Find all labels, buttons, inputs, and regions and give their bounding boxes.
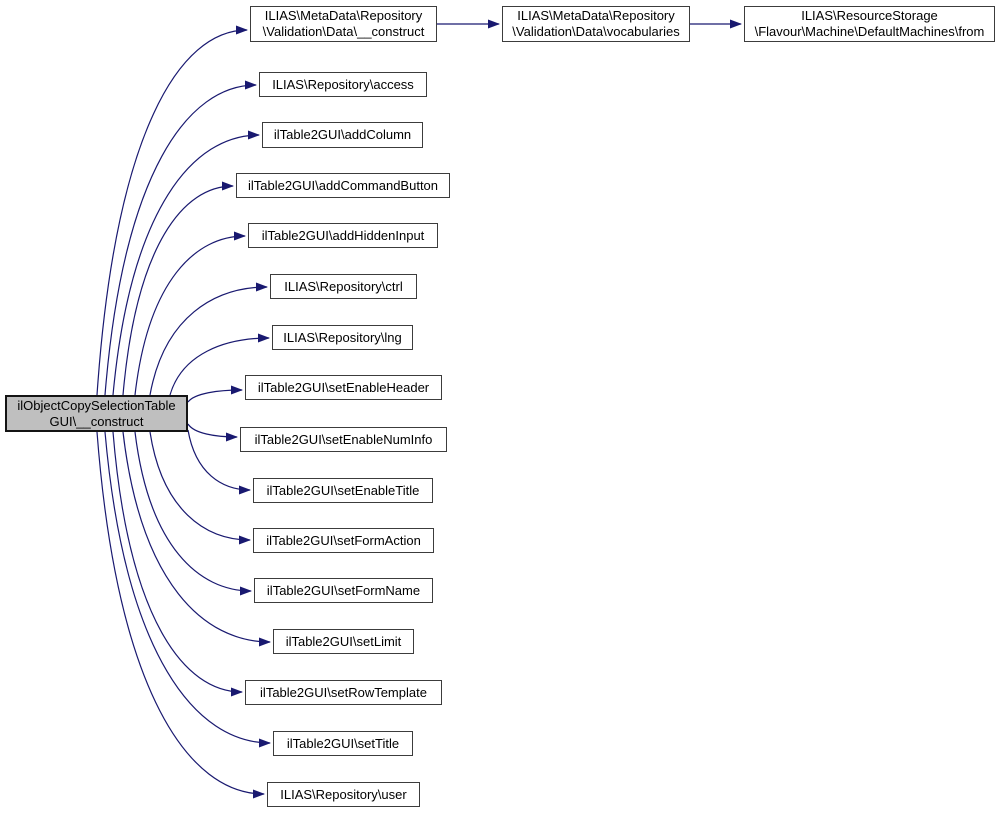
graph-node-label: ILIAS\Repository\ctrl — [284, 278, 403, 294]
graph-node-label: ilTable2GUI\setEnableHeader — [257, 379, 430, 395]
graph-node-label: ilTable2GUI\setTitle — [286, 735, 400, 751]
graph-node-addHiddenInput[interactable]: ilTable2GUI\addHiddenInput — [248, 223, 438, 248]
graph-node-label: ilTable2GUI\setEnableNumInfo — [254, 431, 433, 447]
edge-main-to-user — [96, 431, 265, 799]
graph-node-setRowTemplate[interactable]: ilTable2GUI\setRowTemplate — [245, 680, 442, 705]
graph-node-label: ILIAS\Repository\user — [280, 786, 407, 802]
graph-node-label: ILIAS\Repository\lng — [283, 329, 402, 345]
graph-node-vocabularies[interactable]: ILIAS\MetaData\Repository\Validation\Dat… — [502, 6, 690, 42]
graph-node-ctrl[interactable]: ILIAS\Repository\ctrl — [270, 274, 417, 299]
edge-main-to-setFormName — [134, 431, 252, 596]
graph-node-setEnableHeader[interactable]: ilTable2GUI\setEnableHeader — [245, 375, 442, 400]
graph-node-setTitle[interactable]: ilTable2GUI\setTitle — [273, 731, 413, 756]
graph-node-from[interactable]: ILIAS\ResourceStorage\Flavour\Machine\De… — [744, 6, 995, 42]
graph-node-label: ilObjectCopySelectionTable — [17, 397, 176, 413]
edge-main-to-addCommandButton — [122, 181, 234, 396]
edge-main-to-setFormAction — [149, 431, 251, 545]
graph-node-setEnableNumInfo[interactable]: ilTable2GUI\setEnableNumInfo — [240, 427, 447, 452]
graph-node-label: ilTable2GUI\setLimit — [285, 633, 402, 649]
graph-node-label: ILIAS\MetaData\Repository — [517, 8, 675, 23]
edge-main-to-addHiddenInput — [134, 231, 246, 396]
graph-node-label: ilTable2GUI\setFormAction — [266, 532, 421, 548]
graph-node-user[interactable]: ILIAS\Repository\user — [267, 782, 420, 807]
graph-node-md_construct[interactable]: ILIAS\MetaData\Repository\Validation\Dat… — [250, 6, 437, 42]
graph-node-label: ilTable2GUI\addHiddenInput — [261, 227, 425, 243]
graph-node-label: ilTable2GUI\setRowTemplate — [260, 684, 427, 700]
graph-node-setFormAction[interactable]: ilTable2GUI\setFormAction — [253, 528, 434, 553]
graph-node-addColumn[interactable]: ilTable2GUI\addColumn — [262, 122, 423, 148]
graph-node-label: \Validation\Data\__construct — [262, 24, 425, 39]
graph-node-setLimit[interactable]: ilTable2GUI\setLimit — [273, 629, 414, 654]
edge-main-to-setEnableHeader — [187, 385, 243, 403]
graph-node-label: ilTable2GUI\addColumn — [273, 127, 412, 142]
edge-main-to-access — [104, 80, 257, 396]
graph-node-label: ilTable2GUI\setFormName — [266, 582, 421, 598]
graph-node-setFormName[interactable]: ilTable2GUI\setFormName — [254, 578, 433, 603]
edge-main-to-md_construct — [96, 25, 248, 396]
graph-node-label: \Validation\Data\vocabularies — [512, 24, 680, 39]
graph-node-label: GUI\__construct — [49, 413, 144, 429]
graph-node-access[interactable]: ILIAS\Repository\access — [259, 72, 427, 97]
graph-node-label: ILIAS\ResourceStorage — [801, 8, 938, 23]
edge-main-to-setRowTemplate — [112, 431, 243, 697]
graph-node-label: ILIAS\Repository\access — [272, 76, 414, 92]
edge-main-to-setEnableNumInfo — [187, 423, 238, 442]
graph-node-lng[interactable]: ILIAS\Repository\lng — [272, 325, 413, 350]
graph-node-label: ilTable2GUI\setEnableTitle — [266, 482, 420, 498]
graph-node-label: ilTable2GUI\addCommandButton — [247, 177, 439, 193]
graph-node-setEnableTitle[interactable]: ilTable2GUI\setEnableTitle — [253, 478, 433, 503]
graph-node-addCommandButton[interactable]: ilTable2GUI\addCommandButton — [236, 173, 450, 198]
graph-node-label: ILIAS\MetaData\Repository — [264, 8, 423, 23]
graph-node-label: \Flavour\Machine\DefaultMachines\from — [754, 24, 985, 39]
edge-main-to-setLimit — [122, 431, 271, 647]
